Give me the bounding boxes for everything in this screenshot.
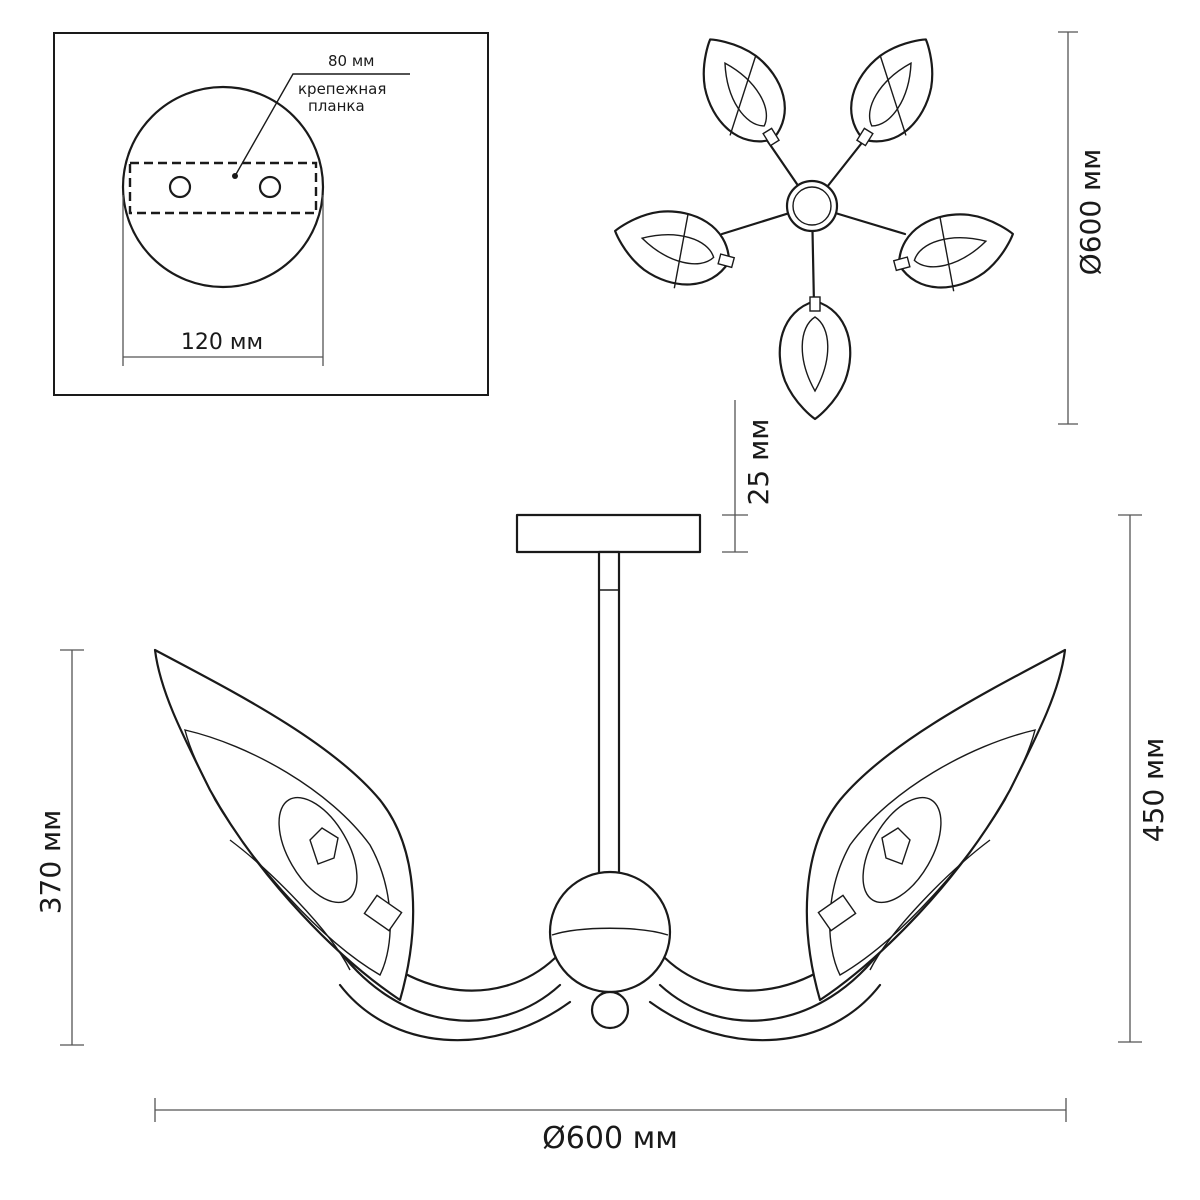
top-leaf-2	[850, 38, 934, 147]
top-diameter-label: Ø600 мм	[1074, 149, 1107, 276]
bracket-leader-line	[234, 73, 410, 177]
mounting-plate-panel: 80 мм крепежная планка 120 мм	[53, 32, 489, 396]
side-leaf-left	[153, 648, 415, 1002]
top-leaf-4	[892, 213, 1014, 292]
top-hub-inner	[792, 186, 832, 226]
side-canopy	[515, 513, 702, 554]
canopy-circle	[121, 85, 325, 289]
screw-hole-left	[168, 175, 192, 199]
top-view: Ø600 мм	[614, 31, 1107, 425]
bracket-label-line2: планка	[308, 97, 365, 115]
bracket-label-line1: крепежная	[298, 80, 386, 98]
plate-width-label: 80 мм	[328, 52, 375, 70]
total-height-label: 450 мм	[1137, 738, 1170, 843]
side-stem	[597, 550, 621, 884]
top-hub-outer	[785, 179, 839, 233]
mounting-bracket	[128, 161, 318, 215]
side-leaf-right	[805, 648, 1067, 1002]
top-leaf-5	[778, 296, 852, 421]
side-bottom-finial	[590, 990, 630, 1030]
canopy-diameter-label: 120 мм	[181, 330, 263, 355]
body-height-label: 370 мм	[34, 810, 67, 915]
top-leaf-1	[702, 38, 786, 147]
screw-hole-right	[258, 175, 282, 199]
panel-frame	[53, 32, 489, 396]
canopy-height-label: 25 мм	[742, 419, 775, 506]
width-label: Ø600 мм	[542, 1121, 678, 1156]
side-view: 25 мм 450 мм 370 мм Ø600 мм	[34, 400, 1170, 1156]
top-leaf-3	[614, 210, 736, 289]
side-center-ball	[548, 870, 672, 994]
